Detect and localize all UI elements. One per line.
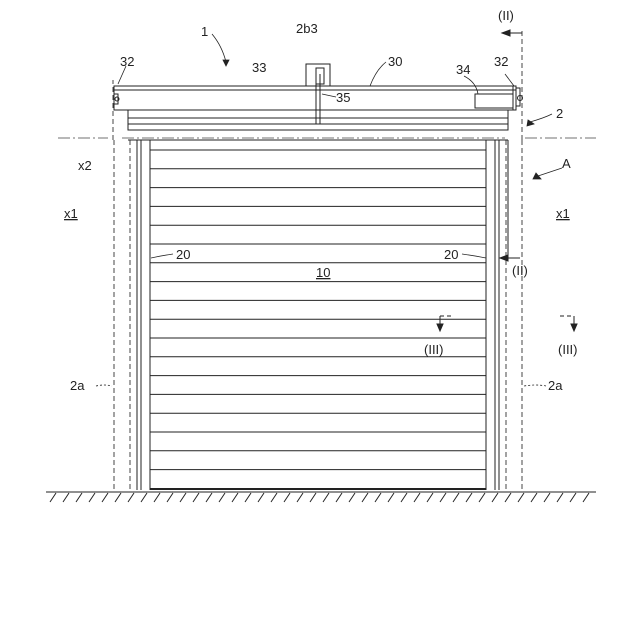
ground-hatch xyxy=(167,493,173,502)
ground-hatch xyxy=(154,493,160,502)
ground-hatch xyxy=(128,493,134,502)
ground-hatch xyxy=(271,493,277,502)
label-wall-right: 2a xyxy=(548,378,563,393)
ground-hatch xyxy=(570,493,576,502)
label-section-top: (II) xyxy=(498,8,514,23)
ground-hatch xyxy=(544,493,550,502)
label-guide-right: 20 xyxy=(444,247,458,262)
shutter-slats xyxy=(150,150,486,489)
ground-hatch xyxy=(219,493,225,502)
label-guide-left: 20 xyxy=(176,247,190,262)
label-section-side: (III) xyxy=(558,342,578,357)
ground-hatch xyxy=(336,493,342,502)
label-wall-left: 2a xyxy=(70,378,85,393)
leader-lines xyxy=(96,34,562,386)
ground-hatch xyxy=(453,493,459,502)
label-box: 34 xyxy=(456,62,470,77)
ground-hatch xyxy=(102,493,108,502)
ground-hatch xyxy=(180,493,186,502)
ground-hatch xyxy=(50,493,56,502)
section-arrows-iii xyxy=(437,316,577,331)
guide-rails xyxy=(137,140,499,490)
ground-hatch xyxy=(531,493,537,502)
label-bracket: 2b3 xyxy=(296,21,318,36)
label-region-right: x1 xyxy=(556,206,570,221)
label-end-right: 32 xyxy=(494,54,508,69)
ground-hatch xyxy=(440,493,446,502)
ground-hatch xyxy=(349,493,355,502)
ground-hatch xyxy=(115,493,121,502)
ground-hatch xyxy=(375,493,381,502)
ground-hatch xyxy=(479,493,485,502)
label-frame: 2 xyxy=(556,106,563,121)
ground-hatch xyxy=(284,493,290,502)
ground-hatch xyxy=(76,493,82,502)
ground-hatch xyxy=(310,493,316,502)
ground-hatch xyxy=(323,493,329,502)
label-rail: 33 xyxy=(252,60,266,75)
ground-hatch xyxy=(89,493,95,502)
ground-line xyxy=(46,492,596,502)
ground-hatch xyxy=(414,493,420,502)
ground-hatch xyxy=(583,493,589,502)
ground-hatch xyxy=(518,493,524,502)
label-arrow-a: A xyxy=(562,156,571,171)
ground-hatch xyxy=(466,493,472,502)
ground-hatch xyxy=(232,493,238,502)
ground-hatch xyxy=(362,493,368,502)
label-axis: x2 xyxy=(78,158,92,173)
ground-hatch xyxy=(206,493,212,502)
label-region-left: x1 xyxy=(64,206,78,221)
label-end-left: 32 xyxy=(120,54,134,69)
bracket-2b3 xyxy=(306,64,330,124)
label-section-mid: (III) xyxy=(424,342,444,357)
ground-hatch xyxy=(297,493,303,502)
ground-hatch xyxy=(141,493,147,502)
ground-hatch xyxy=(388,493,394,502)
ground-hatch xyxy=(401,493,407,502)
ground-hatch xyxy=(492,493,498,502)
label-assembly: 1 xyxy=(201,24,208,39)
label-curtain: 10 xyxy=(316,265,330,280)
label-section-right: (II) xyxy=(512,263,528,278)
label-rod: 35 xyxy=(336,90,350,105)
ground-hatch xyxy=(258,493,264,502)
ground-hatch xyxy=(63,493,69,502)
ground-hatch xyxy=(557,493,563,502)
label-header: 30 xyxy=(388,54,402,69)
wall-dashed-lines xyxy=(113,30,522,490)
ground-hatch xyxy=(427,493,433,502)
ground-hatch xyxy=(505,493,511,502)
ground-hatch xyxy=(245,493,251,502)
ground-hatch xyxy=(193,493,199,502)
header-box xyxy=(114,86,523,140)
